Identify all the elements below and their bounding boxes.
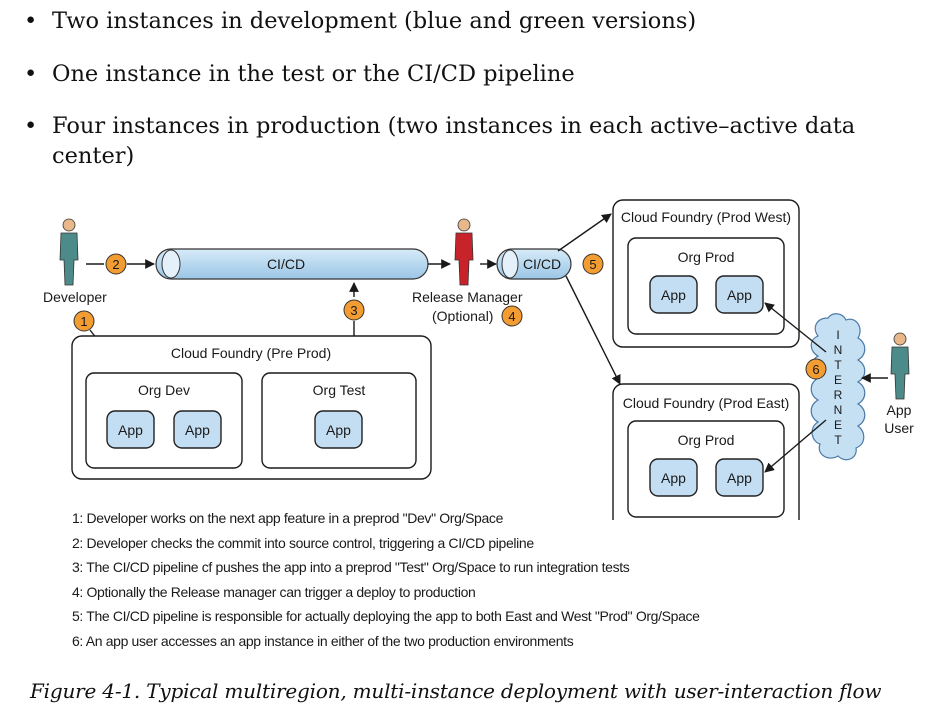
cicd-pipeline-small: CI/CD [496,248,572,280]
svg-text:App: App [661,287,686,303]
svg-text:Org Prod: Org Prod [678,249,735,265]
cloud-foundry-prod-west: Cloud Foundry (Prod West) Org Prod App A… [612,199,800,348]
note-item: 6: An app user accesses an app instance … [72,632,574,649]
developer-icon [59,218,79,286]
svg-text:App: App [185,422,210,438]
internet-cloud-icon: I N T E R N E T [810,313,866,461]
step-badge: 3 [343,299,365,321]
cloud-foundry-prod-east: Cloud Foundry (Prod East) Org Prod App A… [612,383,800,520]
svg-text:Cloud Foundry (Pre Prod): Cloud Foundry (Pre Prod) [171,345,331,361]
release-manager-optional: (Optional) [432,308,493,324]
svg-text:App: App [727,287,752,303]
app-box: App [649,458,698,497]
app-user-label: App [887,402,912,418]
svg-text:R: R [834,388,843,402]
svg-text:Cloud Foundry (Prod West): Cloud Foundry (Prod West) [621,209,791,225]
step-badge: 1 [73,310,95,332]
svg-text:CI/CD: CI/CD [523,256,561,272]
svg-text:5: 5 [589,257,596,272]
svg-text:N: N [834,403,843,417]
svg-text:Org Dev: Org Dev [138,382,190,398]
note-item: 1: Developer works on the next app featu… [72,510,504,526]
svg-text:2: 2 [112,257,119,272]
svg-text:App: App [326,422,351,438]
diagram-notes: 1: Developer works on the next app featu… [72,506,700,654]
svg-text:I: I [836,328,839,342]
app-box: App [314,410,363,449]
app-user-icon [890,332,910,400]
cicd-pipeline: CI/CD [155,248,429,280]
app-box: App [173,410,222,449]
step-badge: 2 [105,253,127,275]
note-item: 5: The CI/CD pipeline is responsible for… [72,608,700,625]
bullet-dot: • [24,113,38,139]
svg-text:3: 3 [350,303,357,318]
svg-text:Org Prod: Org Prod [678,432,735,448]
release-manager-icon [454,218,474,286]
svg-text:App: App [661,470,686,486]
svg-text:1: 1 [80,314,87,329]
svg-text:CI/CD: CI/CD [267,256,305,272]
app-box: App [106,410,155,449]
svg-text:T: T [834,358,842,372]
bullet-text: center) [52,143,135,169]
step-badge: 4 [501,305,523,327]
figure-caption: Figure 4-1. Typical multiregion, multi-i… [30,679,882,703]
bullet-text: Two instances in development (blue and g… [52,8,697,34]
svg-text:Cloud Foundry (Prod East): Cloud Foundry (Prod East) [623,395,790,411]
org-prod-west: Org Prod App App [627,237,785,335]
app-user-label: User [884,420,914,436]
svg-text:Org Test: Org Test [313,382,366,398]
cloud-foundry-preprod: Cloud Foundry (Pre Prod) Org Dev App App… [71,335,432,480]
org-dev: Org Dev App App [85,372,243,469]
note-item: 2: Developer checks the commit into sour… [72,534,534,551]
svg-text:4: 4 [508,309,515,324]
svg-text:E: E [834,418,842,432]
svg-text:T: T [834,433,842,447]
app-box: App [715,275,764,314]
svg-text:App: App [727,470,752,486]
org-prod-east: Org Prod App App [627,420,785,518]
bullet-text: Four instances in production (two instan… [52,113,856,139]
bullet-dot: • [24,8,38,34]
note-item: 4: Optionally the Release manager can tr… [72,583,476,600]
step-badge: 5 [582,253,604,275]
step-badge: 6 [805,358,827,380]
developer-label: Developer [43,289,107,305]
org-test: Org Test App [261,372,417,469]
bullet-text: One instance in the test or the CI/CD pi… [52,61,575,87]
svg-text:N: N [834,343,843,357]
svg-text:App: App [118,422,143,438]
bullet-dot: • [24,61,38,87]
app-box: App [649,275,698,314]
svg-text:E: E [834,373,842,387]
release-manager-label: Release Manager [412,289,523,305]
app-box: App [715,458,764,497]
svg-text:6: 6 [812,362,819,377]
note-item: 3: The CI/CD pipeline cf pushes the app … [72,559,630,576]
deployment-diagram: Developer 2 CI/CD Release Manager (Optio… [43,199,914,520]
